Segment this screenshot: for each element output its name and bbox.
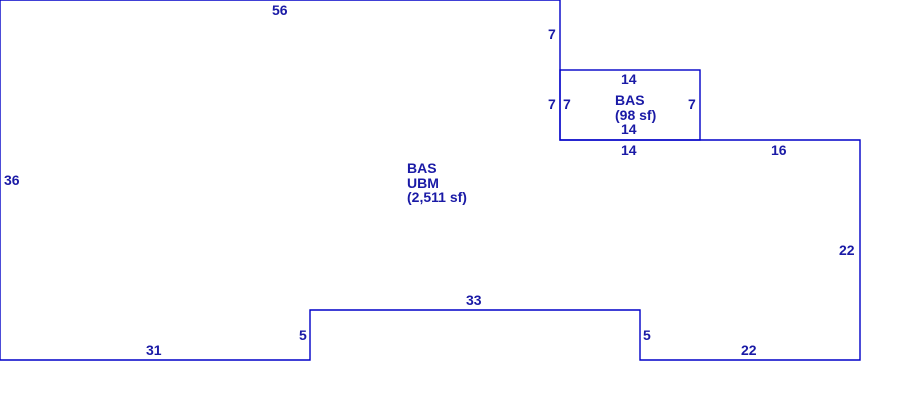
dim-step-bottom: 14 [621, 142, 637, 158]
dim-notch-top: 33 [466, 292, 482, 308]
dim-bottom-right: 22 [741, 342, 757, 358]
dim-small-right: 7 [688, 96, 696, 112]
dim-notch-right-side: 5 [643, 327, 651, 343]
dim-small-left-outer: 7 [548, 96, 556, 112]
dim-small-top: 14 [621, 71, 637, 87]
dim-small-left-inner: 7 [563, 96, 571, 112]
main-area-label-1: BAS [407, 160, 437, 176]
dim-left: 36 [4, 172, 20, 188]
dim-notch-left-side: 5 [299, 327, 307, 343]
dim-right-top: 16 [771, 142, 787, 158]
dim-right-side: 22 [839, 242, 855, 258]
dim-bottom-left: 31 [146, 342, 162, 358]
dim-notch-upper-right-side: 7 [548, 26, 556, 42]
dim-top: 56 [272, 2, 288, 18]
small-area-label-1: BAS [615, 92, 645, 108]
small-area-label-2: (98 sf) [615, 107, 656, 123]
small-area-outline [559, 69, 701, 141]
main-area-label-2: UBM [407, 175, 439, 191]
main-area-label-3: (2,511 sf) [407, 189, 467, 205]
dim-small-bottom-inner: 14 [621, 121, 637, 137]
